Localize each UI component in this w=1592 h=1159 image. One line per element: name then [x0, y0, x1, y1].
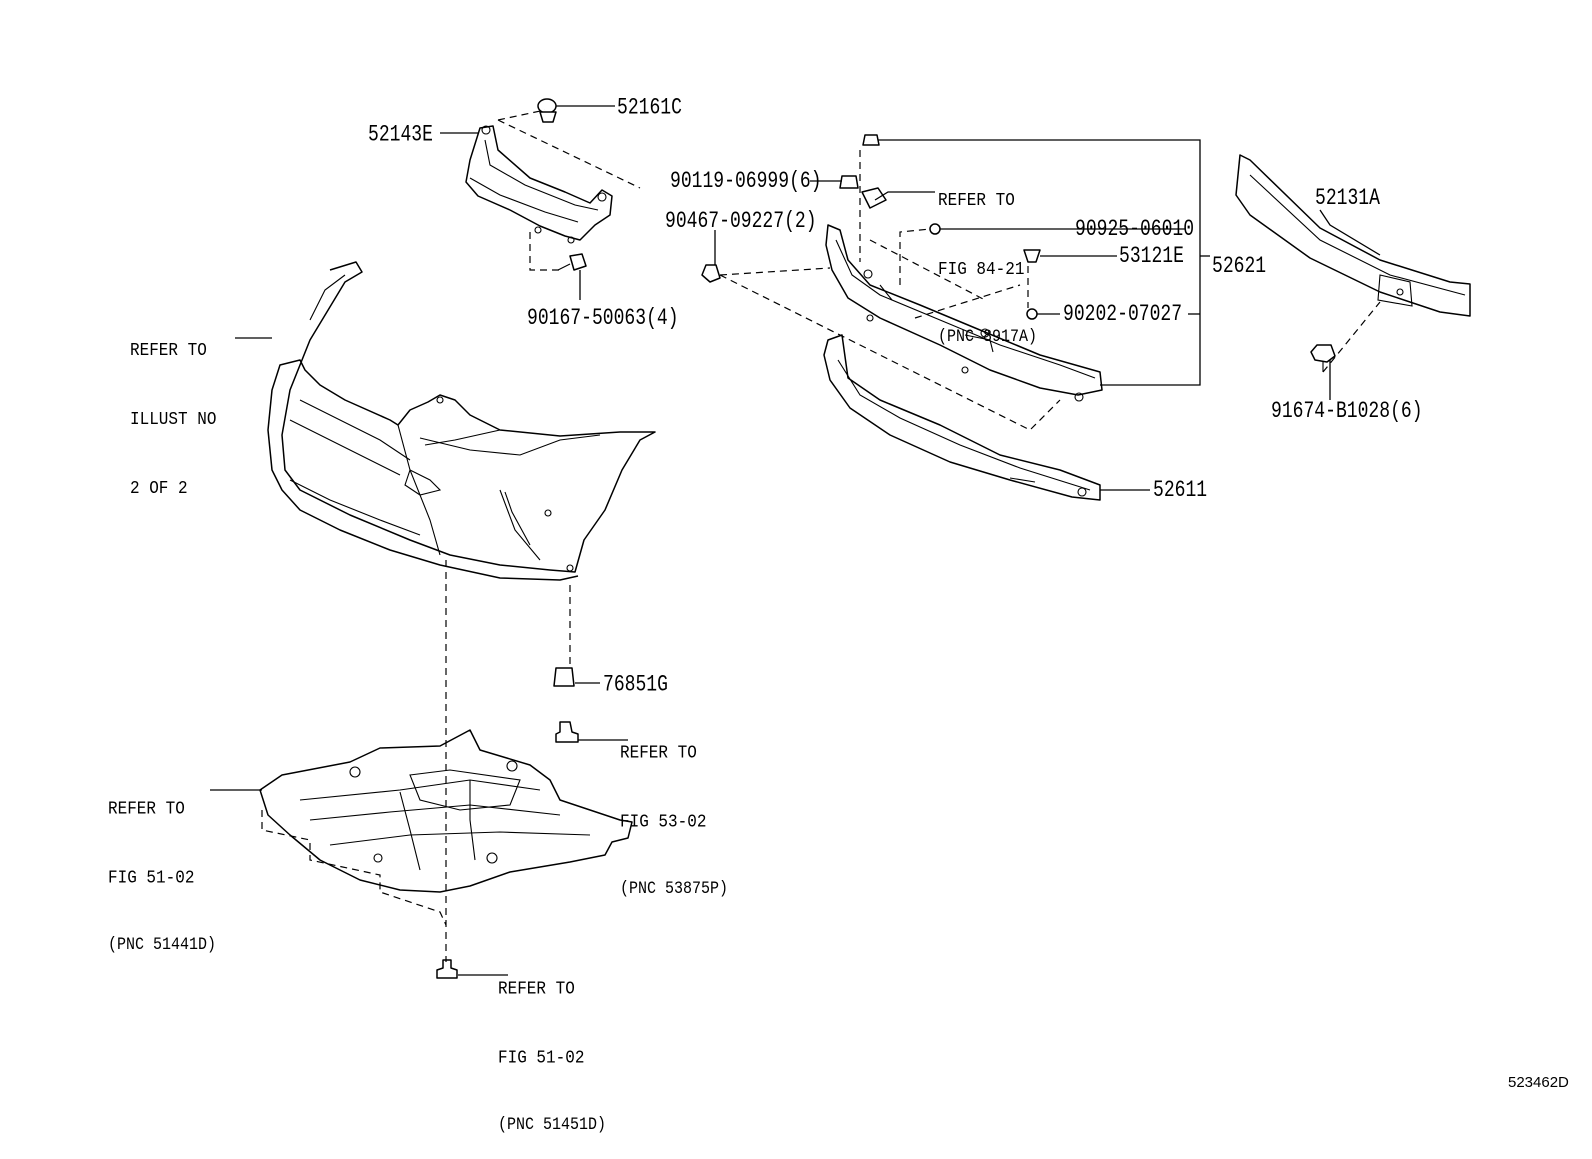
- note-pnc: (PNC 51451D): [498, 1115, 607, 1135]
- note-refer-to-text: REFER TO: [938, 190, 1015, 211]
- dashed-guides: [261, 109, 1381, 962]
- clip-52161c: [537, 98, 557, 123]
- clip-76851g: [553, 667, 579, 743]
- label-90167-50063[interactable]: 90167-50063(4): [527, 305, 679, 332]
- bracket-52143e: [465, 125, 613, 244]
- label-90202-07027[interactable]: 90202-07027: [1063, 301, 1183, 328]
- note-illust-line1: ILLUST NO: [130, 409, 217, 430]
- label-52621[interactable]: 52621: [1212, 253, 1267, 280]
- diagram-drawing: [210, 98, 1471, 979]
- label-52161c[interactable]: 52161C: [617, 94, 682, 121]
- note-fig-84-21[interactable]: REFER TO FIG 84-21 (PNC 8917A): [938, 143, 1037, 371]
- screw-90167: [557, 253, 587, 271]
- fasteners-support: [701, 134, 1041, 320]
- note-illust-line2: 2 OF 2: [130, 478, 188, 499]
- note-pnc: (PNC 8917A): [938, 327, 1038, 347]
- note-pnc: (PNC 51441D): [108, 935, 217, 955]
- engine-under-cover: [259, 729, 633, 893]
- bumper-cover: [267, 261, 656, 581]
- label-53121e[interactable]: 53121E: [1119, 243, 1184, 270]
- note-refer-to-text: REFER TO: [130, 340, 207, 361]
- note-fig-number: FIG 84-21: [938, 259, 1025, 280]
- note-refer-to-text: REFER TO: [498, 978, 575, 999]
- note-fig-51-02-a[interactable]: REFER TO FIG 51-02 (PNC 51441D): [108, 751, 216, 979]
- label-52611[interactable]: 52611: [1153, 477, 1208, 504]
- screw-bottom: [436, 959, 458, 979]
- note-fig-53-02[interactable]: REFER TO FIG 53-02 (PNC 53875P): [620, 695, 728, 923]
- note-illust-refer: REFER TO ILLUST NO 2 OF 2: [130, 293, 216, 523]
- note-refer-to-text: REFER TO: [108, 798, 185, 819]
- note-fig-number: FIG 51-02: [498, 1047, 585, 1068]
- parts-diagram: 52161C 52143E 90119-06999(6) 90467-09227…: [108, 94, 1569, 1135]
- support-52621: [825, 224, 1103, 402]
- label-76851g[interactable]: 76851G: [603, 671, 668, 698]
- diagram-reference-code: 523462D: [1508, 1074, 1569, 1091]
- leader-lines: [210, 105, 1381, 976]
- label-90467-09227[interactable]: 90467-09227(2): [665, 208, 817, 235]
- bolt-91674: [1310, 344, 1336, 372]
- label-91674-b1028[interactable]: 91674-B1028(6): [1271, 398, 1423, 425]
- note-fig-number: FIG 53-02: [620, 811, 707, 832]
- absorber-52611: [823, 334, 1101, 501]
- note-fig-number: FIG 51-02: [108, 867, 195, 888]
- note-pnc: (PNC 53875P): [620, 879, 729, 899]
- label-52143e[interactable]: 52143E: [368, 121, 433, 148]
- reinforcement-52131a: [1235, 154, 1471, 317]
- label-90119-06999[interactable]: 90119-06999(6): [670, 168, 822, 195]
- label-90925-06010[interactable]: 90925-06010: [1075, 216, 1195, 243]
- note-fig-51-02-b[interactable]: REFER TO FIG 51-02 (PNC 51451D): [498, 931, 606, 1159]
- label-52131a[interactable]: 52131A: [1315, 185, 1380, 212]
- note-refer-to-text: REFER TO: [620, 742, 697, 763]
